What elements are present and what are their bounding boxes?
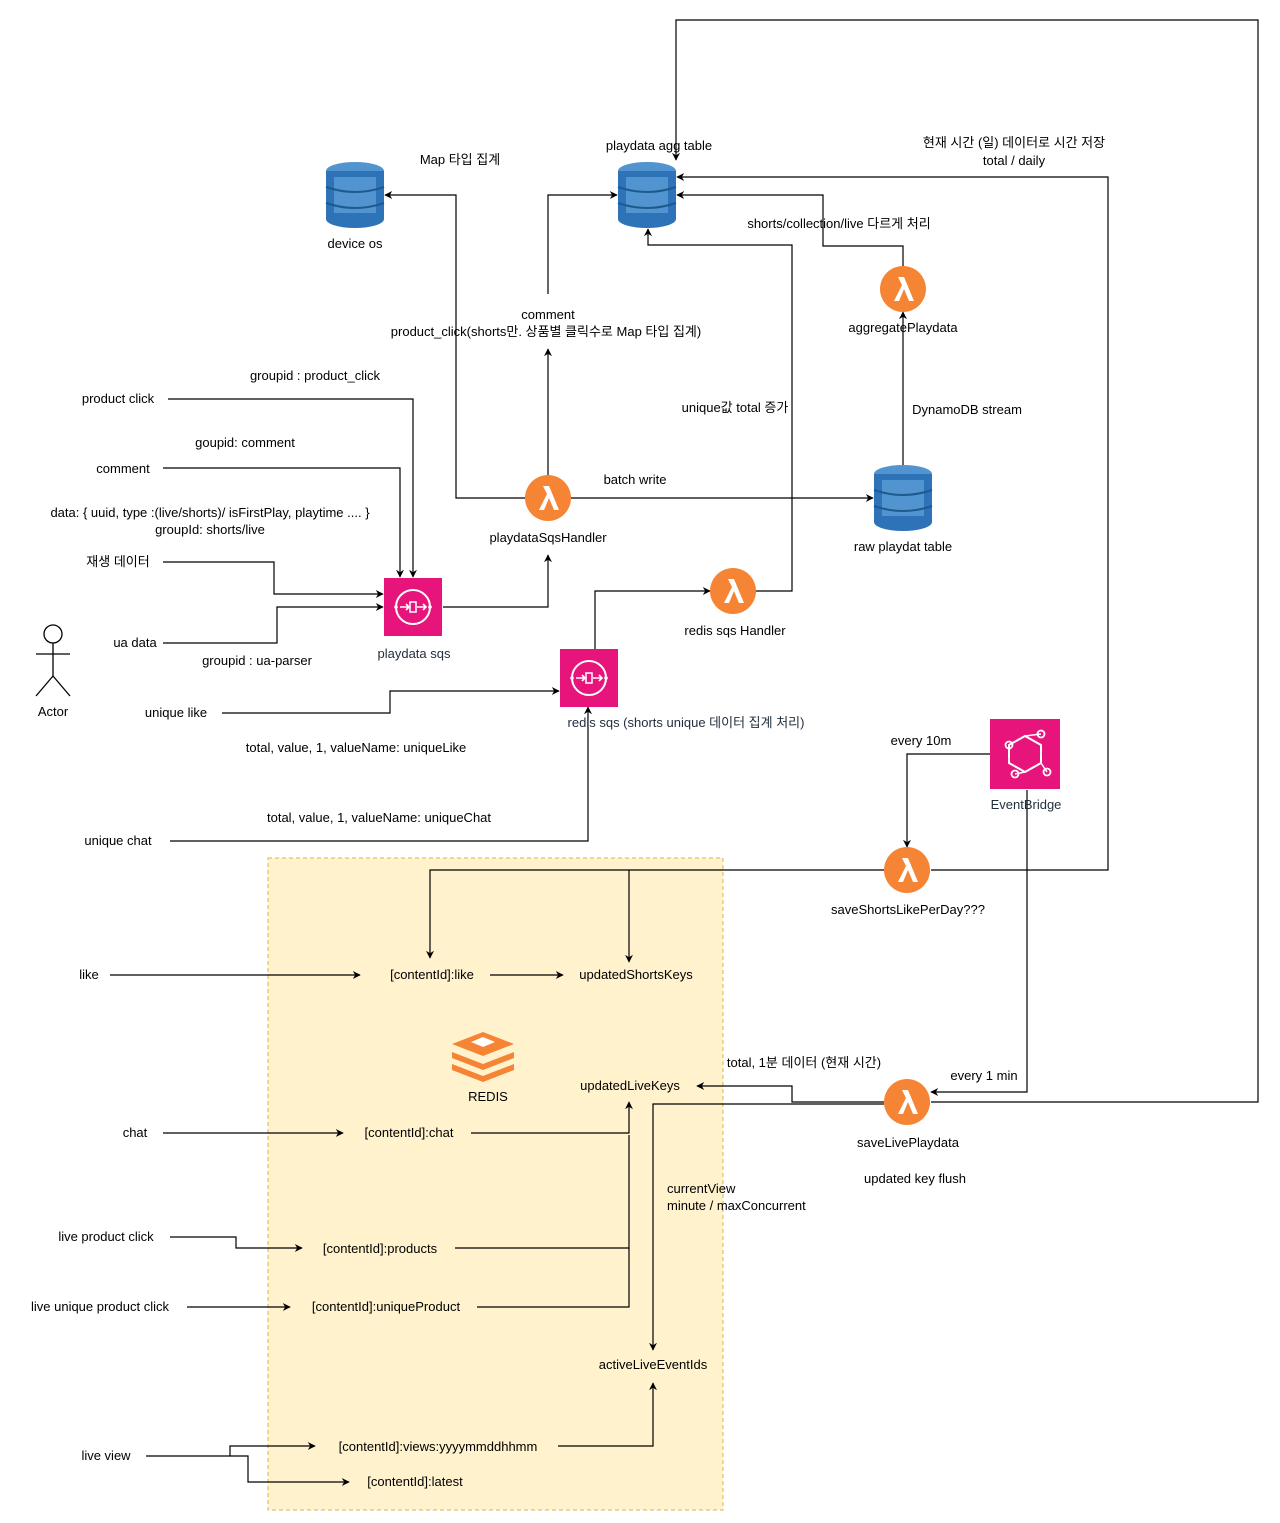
- input-live-view: live view: [81, 1448, 131, 1463]
- label-total-unique-chat: total, value, 1, valueName: uniqueChat: [267, 810, 491, 825]
- save-live-label: saveLivePlaydata: [857, 1135, 960, 1150]
- key-views: [contentId]:views:yyyymmddhhmm: [339, 1439, 538, 1454]
- key-products: [contentId]:products: [323, 1241, 438, 1256]
- edge-sqs-to-handler: [443, 554, 552, 608]
- playdata-sqs-handler-lambda-icon: [525, 475, 571, 521]
- edge-save-live-to-agg: [672, 19, 1259, 1103]
- edge-save-live-to-active: [649, 1103, 884, 1351]
- label-current-time: 현재 시간 (일) 데이터로 시간 저장: [923, 135, 1105, 150]
- redis-zone: [267, 857, 724, 1511]
- device-os-label: device os: [328, 236, 383, 251]
- edges: [110, 19, 1259, 1486]
- input-like: like: [79, 967, 99, 982]
- label-unique-total: unique값 total 증가: [682, 400, 789, 415]
- key-chat: [contentId]:chat: [365, 1125, 454, 1140]
- label-current-view-line2: minute / maxConcurrent: [667, 1198, 806, 1213]
- save-live-lambda-icon: [884, 1079, 930, 1125]
- save-shorts-label: saveShortsLikePerDay???: [831, 902, 985, 917]
- redis-sqs-icon: [560, 649, 618, 707]
- edge-every-10m: [903, 753, 990, 848]
- key-updated-live: updatedLiveKeys: [580, 1078, 680, 1093]
- edge-comment: [163, 467, 404, 578]
- edge-unique-product-to-updated-live: [477, 1248, 630, 1308]
- edge-unique-like: [222, 687, 560, 714]
- playdata-sqs-handler-label: playdataSqsHandler: [489, 530, 607, 545]
- label-every-1min: every 1 min: [950, 1068, 1017, 1083]
- actor-label: Actor: [38, 704, 69, 719]
- edge-views-to-active: [558, 1382, 657, 1447]
- key-updated-shorts: updatedShortsKeys: [579, 967, 693, 982]
- label-every-10m: every 10m: [891, 733, 952, 748]
- label-groupid-ua: groupid : ua-parser: [202, 653, 313, 668]
- edge-unique-chat: [170, 706, 592, 842]
- input-live-product-click: live product click: [58, 1229, 154, 1244]
- key-unique-product: [contentId]:uniqueProduct: [312, 1299, 461, 1314]
- label-dynamodb-stream: DynamoDB stream: [912, 402, 1022, 417]
- input-unique-chat: unique chat: [84, 833, 152, 848]
- raw-table-label: raw playdat table: [854, 539, 952, 554]
- input-chat: chat: [123, 1125, 148, 1140]
- input-ua-data: ua data: [113, 635, 157, 650]
- label-batch-write: batch write: [604, 472, 667, 487]
- aggregate-playdata-label: aggregatePlaydata: [848, 320, 958, 335]
- actor-icon: [35, 624, 71, 697]
- agg-table-label: playdata agg table: [606, 138, 712, 153]
- agg-table-dynamodb-icon: [617, 162, 677, 228]
- label-map-agg: Map 타입 집계: [420, 152, 500, 167]
- label-comment-line1: comment: [521, 307, 575, 322]
- eventbridge-icon: [990, 719, 1060, 789]
- edge-redis-sqs-to-handler: [594, 587, 711, 650]
- label-data-line2: groupId: shorts/live: [155, 522, 265, 537]
- label-shorts-collection: shorts/collection/live 다르게 처리: [747, 216, 930, 231]
- edge-aggregate-to-agg: [676, 191, 904, 266]
- label-total-1min: total, 1분 데이터 (현재 시간): [727, 1055, 881, 1070]
- input-unique-like: unique like: [145, 705, 207, 720]
- key-latest: [contentId]:latest: [367, 1474, 463, 1489]
- edge-chat-to-updated-live: [471, 1101, 633, 1134]
- input-comment: comment: [96, 461, 150, 476]
- edge-ua-data: [163, 603, 384, 644]
- device-os-dynamodb-icon: [325, 162, 385, 228]
- save-shorts-lambda-icon: [884, 847, 930, 893]
- edge-save-shorts-to-agg: [676, 173, 1109, 871]
- edge-every-1min: [930, 790, 1028, 1096]
- edge-handler-to-device-os: [384, 191, 526, 499]
- input-play-data: 재생 데이터: [86, 554, 149, 569]
- redis-logo-label: REDIS: [468, 1089, 508, 1104]
- label-updated-flush: updated key flush: [864, 1171, 966, 1186]
- input-live-unique-product-click: live unique product click: [31, 1299, 170, 1314]
- redis-sqs-handler-lambda-icon: [710, 568, 756, 614]
- label-data-line1: data: { uuid, type :(live/shorts)/ isFir…: [50, 505, 370, 520]
- edge-live-product-click: [170, 1236, 303, 1252]
- key-active-live: activeLiveEventIds: [599, 1357, 708, 1372]
- labels: device os playdata agg table raw playdat…: [31, 135, 1105, 1489]
- edge-live-view-latest: [230, 1455, 350, 1486]
- eventbridge-label: EventBridge: [991, 797, 1062, 812]
- redis-sqs-label: redis sqs (shorts unique 데이터 집계 처리): [568, 715, 805, 730]
- aggregate-playdata-lambda-icon: [880, 266, 926, 312]
- edge-save-live-to-updated-live: [696, 1082, 884, 1103]
- edge-live-view: [146, 1442, 316, 1457]
- edge-play-data: [163, 561, 384, 598]
- playdata-sqs-icon: [384, 578, 442, 636]
- edge-product-click: [168, 398, 417, 578]
- redis-sqs-handler-label: redis sqs Handler: [684, 623, 786, 638]
- edge-redis-handler-to-agg: [644, 228, 793, 592]
- label-groupid-product: groupid : product_click: [250, 368, 381, 383]
- edge-comment-to-agg: [547, 191, 618, 294]
- raw-table-dynamodb-icon: [873, 465, 933, 531]
- label-goupid-comment: goupid: comment: [195, 435, 295, 450]
- label-comment-line2: product_click(shorts만. 상품별 클릭수로 Map 타입 집…: [391, 324, 701, 339]
- key-like: [contentId]:like: [390, 967, 474, 982]
- playdata-sqs-label: playdata sqs: [378, 646, 451, 661]
- label-total-daily: total / daily: [983, 153, 1046, 168]
- label-current-view-line1: currentView: [667, 1181, 736, 1196]
- label-total-unique-like: total, value, 1, valueName: uniqueLike: [246, 740, 466, 755]
- redis-logo-icon: [452, 1032, 514, 1082]
- edge-save-shorts-to-like: [426, 869, 884, 959]
- input-product-click: product click: [82, 391, 155, 406]
